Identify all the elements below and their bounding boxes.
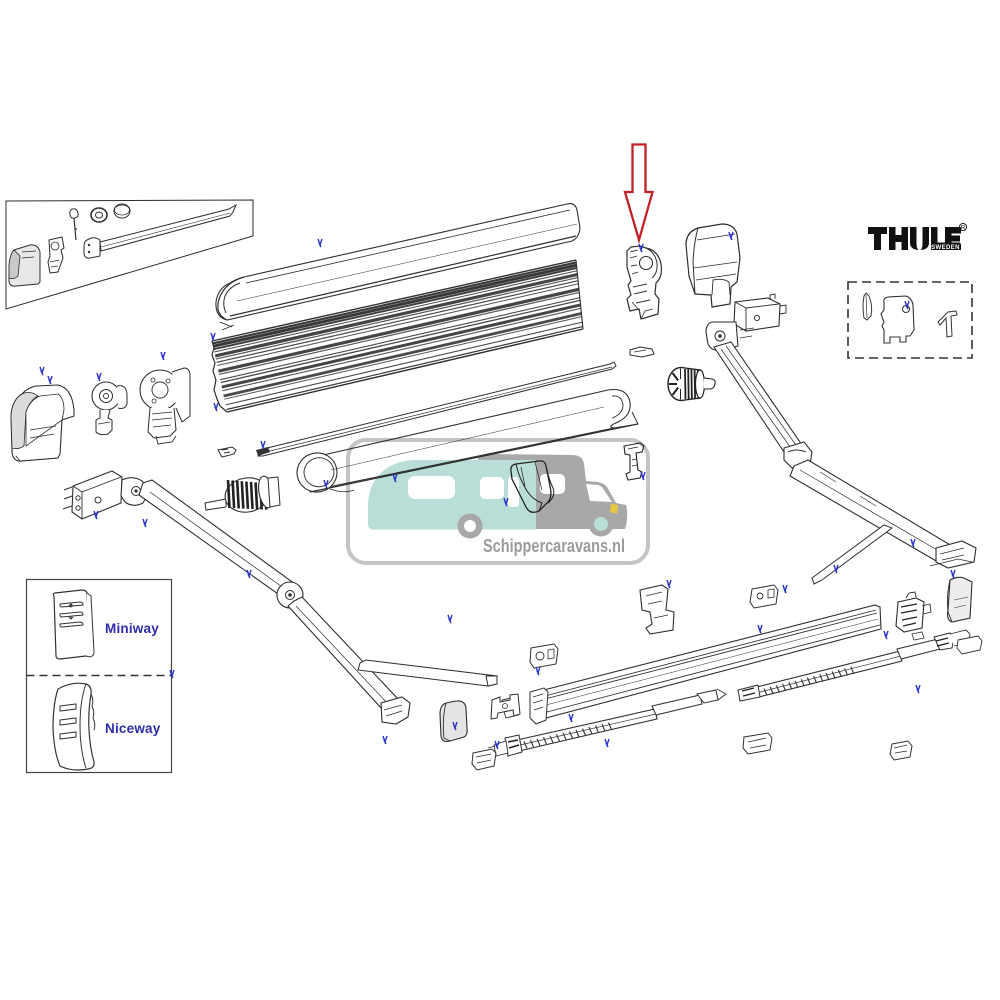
svg-text:Schippercaravans.nl: Schippercaravans.nl xyxy=(483,535,625,556)
svg-text:SWEDEN: SWEDEN xyxy=(931,245,960,251)
svg-text:Miniway: Miniway xyxy=(105,621,159,636)
svg-text:Niceway: Niceway xyxy=(105,721,161,736)
svg-text:R: R xyxy=(961,225,966,232)
